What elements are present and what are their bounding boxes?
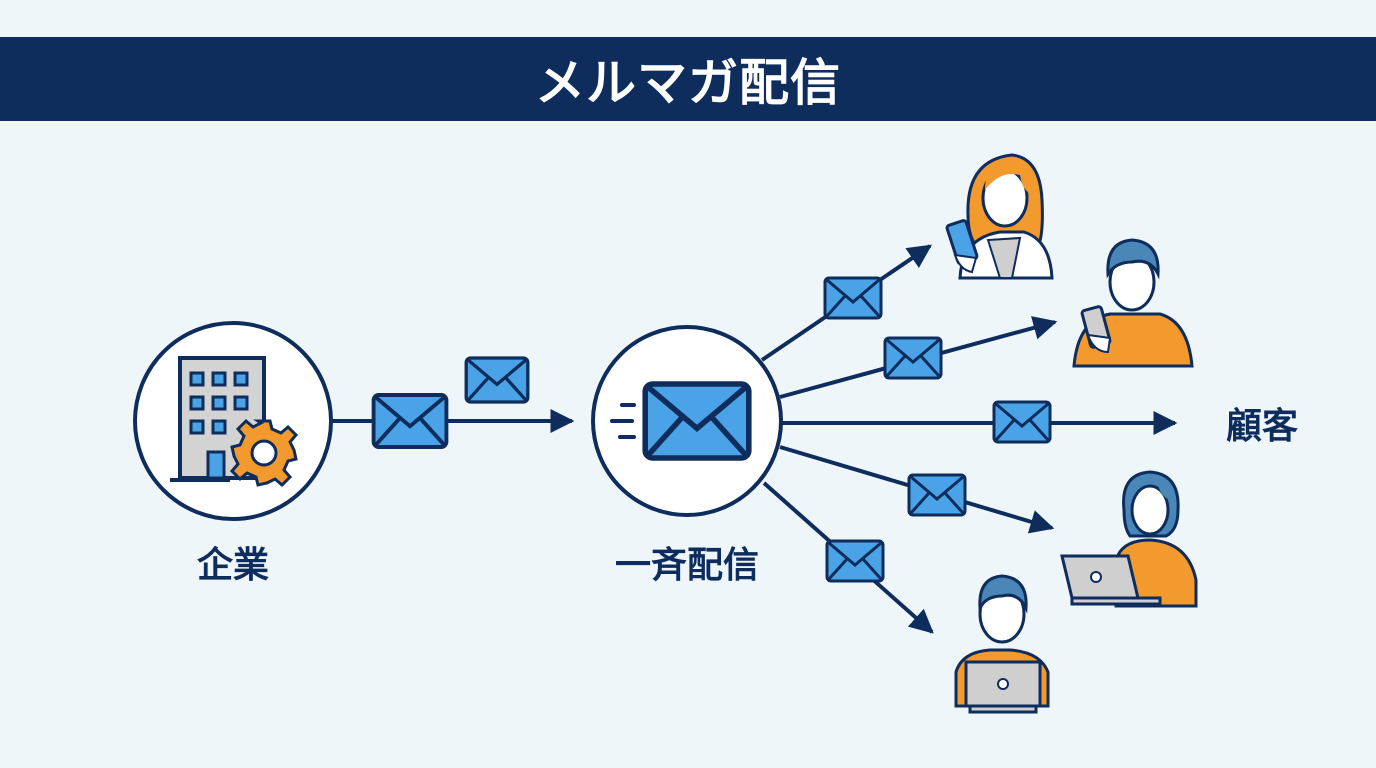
envelope-icon [371,393,449,449]
motion-lines-icon [610,403,636,439]
company-label: 企業 [196,545,270,586]
title-banner: メルマガ配信 [0,37,1376,121]
envelope-icon [825,539,885,583]
customers-label: 顧客 [1225,406,1299,447]
customer-woman-smartphone [945,153,1054,280]
company-node [133,321,333,521]
page-title: メルマガ配信 [535,54,841,112]
envelope-icon [464,356,530,404]
gear-icon [229,418,299,488]
envelope-icon [907,473,967,517]
broadcast-node [591,325,783,517]
broadcast-label: 一斉配信 [614,545,760,586]
envelope-icon [823,276,883,320]
customer-woman-laptop [1060,470,1198,608]
company-to-broadcast-arrow [331,356,575,449]
customer-man-smartphone [1072,238,1194,368]
envelope-icon [992,400,1052,444]
envelope-icon [883,336,943,380]
customer-man-laptop [954,574,1050,714]
envelope-icon [645,384,749,458]
